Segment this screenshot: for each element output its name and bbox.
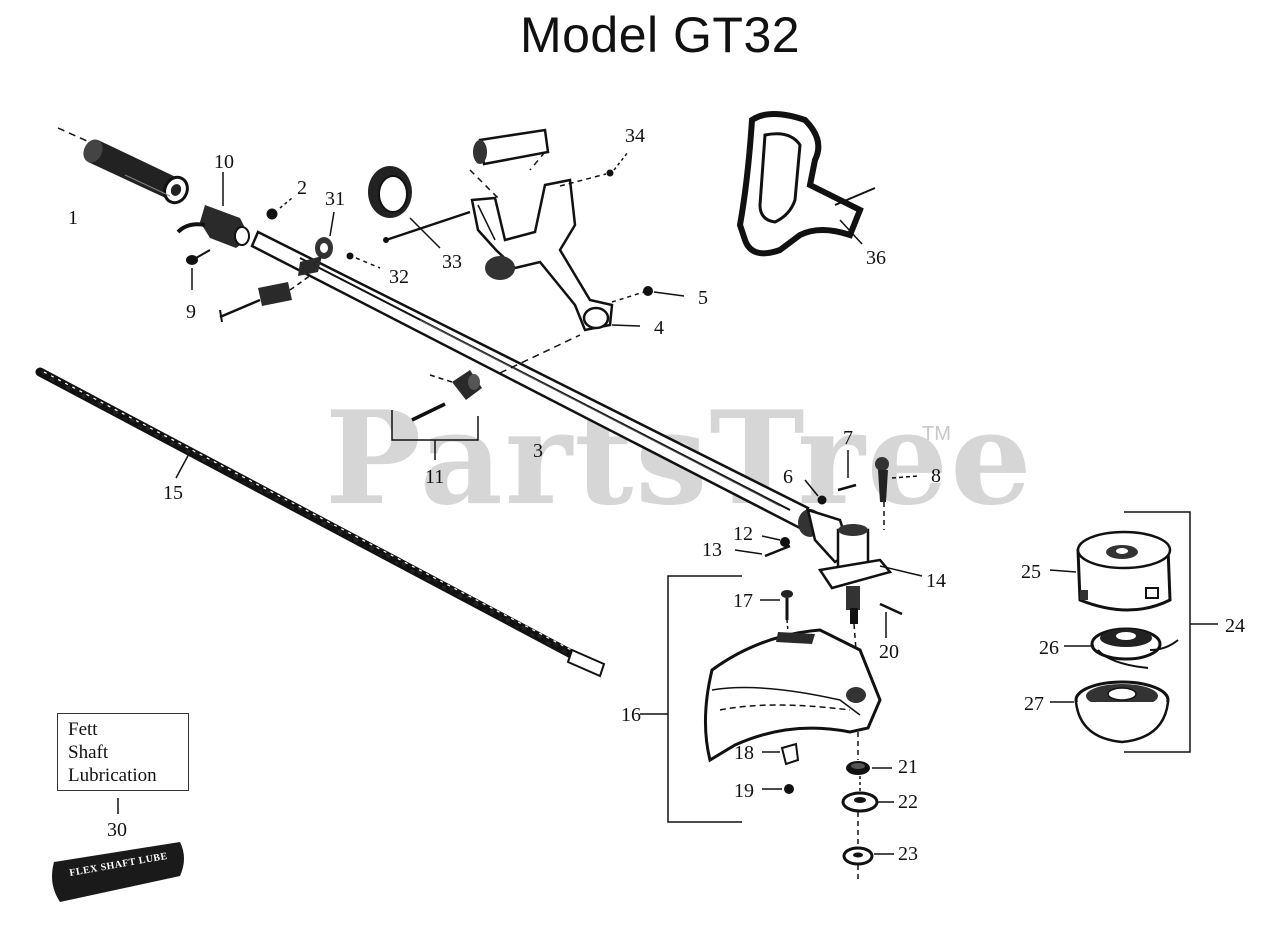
diagram-title: Model GT32 [519,7,801,63]
part-8-bolt [875,457,919,530]
lube-label-line-2: Shaft [68,742,109,763]
part-36-loop-handle [736,111,876,257]
callout-31: 31 [325,188,345,210]
callout-25: 25 [1021,561,1041,583]
trademark-mark: TM [922,423,951,445]
part-24-trimmer-head [1124,511,1218,753]
part-34-nut [559,151,629,187]
part-7-screw [837,450,857,492]
callout-11: 11 [425,466,444,488]
callout-numbers: 1234567891011121314151617181920212223242… [68,125,1245,865]
tube-clamp-bracket [219,269,319,323]
lube-label-line-3: Lubrication [68,765,157,786]
callout-17: 17 [733,590,753,612]
part-6-nut [804,479,827,505]
callout-3: 3 [533,440,543,462]
part-13-screw [734,544,791,558]
part-21-washer [846,761,892,775]
part-16-guard [640,575,882,823]
gear-head-assembly [798,508,923,651]
callout-18: 18 [734,742,754,764]
callout-36: 36 [866,247,886,269]
callout-19: 19 [734,780,754,802]
callout-33: 33 [442,251,462,273]
callout-34: 34 [625,125,645,147]
callout-5: 5 [698,287,708,309]
callout-8: 8 [931,465,941,487]
part-17-screw [760,590,793,633]
part-11-knob-screw [391,370,482,460]
callout-12: 12 [733,523,753,545]
part-19-nut [762,784,794,794]
callout-7: 7 [843,427,853,449]
callout-23: 23 [898,843,918,865]
part-1-rear-grip [57,127,189,205]
part-30-lube-tube: FLEX SHAFT LUBE [52,798,184,902]
callout-1: 1 [68,207,78,229]
part-23-washer [842,812,894,882]
callout-22: 22 [898,791,918,813]
callout-2: 2 [297,177,307,199]
part-12-nut [761,535,790,547]
lubrication-label-box: Fett Shaft Lubrication [57,713,189,791]
part-27-housing [1050,680,1170,744]
part-3-drive-tube [250,230,810,530]
callout-13: 13 [702,539,722,561]
callout-24: 24 [1225,615,1245,637]
part-31-clamp [298,211,335,276]
callout-21: 21 [898,756,918,778]
callout-6: 6 [783,466,793,488]
part-32-nut [346,252,381,269]
part-9-screw [186,249,211,290]
part-33-collar [368,166,471,249]
part-4-handle-bracket [469,128,641,332]
part-25-cover [1049,530,1172,612]
part-2-nut [266,197,293,220]
part-10-throttle-housing [176,172,250,248]
part-15-flex-shaft [35,367,606,678]
callout-16: 16 [621,704,641,726]
callout-14: 14 [926,570,946,592]
callout-20: 20 [879,641,899,663]
callout-27: 27 [1024,693,1044,715]
callout-10: 10 [214,151,234,173]
part-20-screw [879,602,903,638]
callout-15: 15 [163,482,183,504]
callout-32: 32 [389,266,409,288]
callout-9: 9 [186,301,196,323]
callout-26: 26 [1039,637,1059,659]
part-26-spool [1064,627,1179,669]
callout-30: 30 [107,819,127,841]
part-22-adapter [841,776,894,813]
callout-4: 4 [654,317,664,339]
part-5-nut [611,286,685,303]
lube-label-line-1: Fett [68,719,98,740]
part-18-clip [762,742,800,766]
